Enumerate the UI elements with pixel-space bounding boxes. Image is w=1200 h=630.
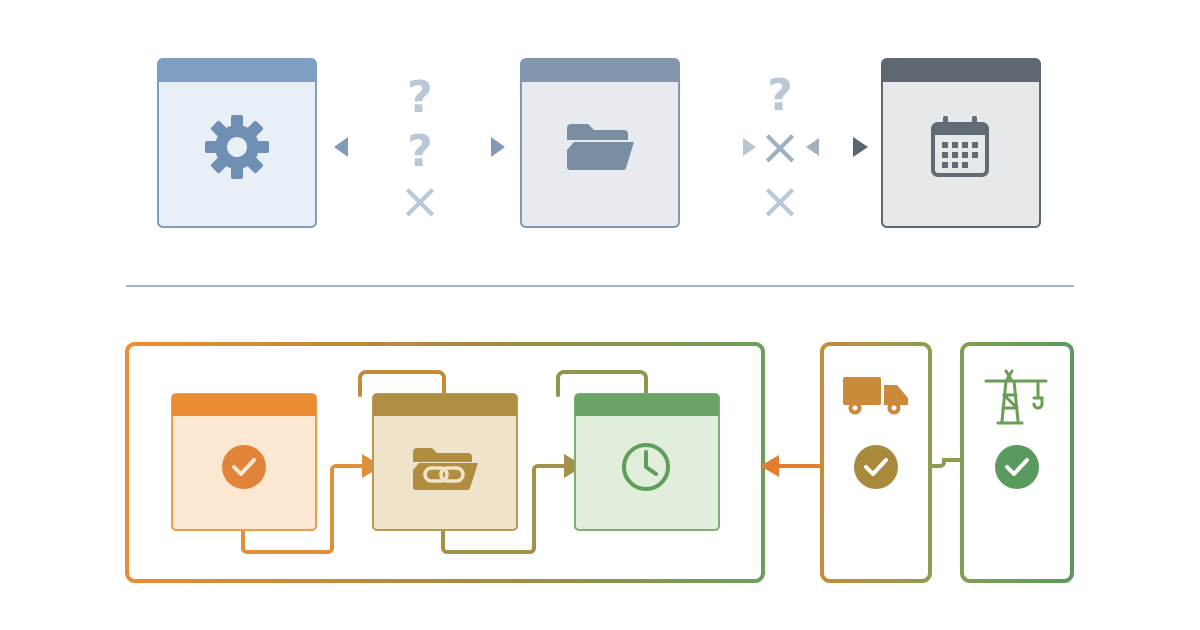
bottom-window-folder-link xyxy=(372,393,518,531)
clock-icon xyxy=(622,443,670,491)
check-circle-icon xyxy=(854,445,898,489)
question-mark: ? xyxy=(767,70,793,121)
check-circle-icon xyxy=(222,445,266,489)
bottom-window-clock xyxy=(574,393,720,531)
external-panel-truck xyxy=(820,342,932,583)
cross-mark: × xyxy=(759,172,801,230)
top-window-calendar xyxy=(881,58,1041,228)
cross-mark: × xyxy=(759,118,801,176)
calendar-icon xyxy=(931,116,989,177)
folder-icon xyxy=(567,124,634,171)
flow-connectors xyxy=(241,370,824,554)
panel-connector xyxy=(930,458,962,468)
external-panel-crane xyxy=(960,342,1074,583)
folder-link-icon xyxy=(413,448,478,491)
question-mark: ? xyxy=(407,126,433,177)
integrated-frame xyxy=(125,342,765,583)
cross-mark: × xyxy=(399,172,441,230)
gear-icon xyxy=(205,115,269,179)
top-window-gear xyxy=(157,58,317,228)
top-window-folder xyxy=(520,58,680,228)
broken-connection-2: ? × × xyxy=(696,70,868,230)
check-circle-icon xyxy=(995,445,1039,489)
bottom-window-check xyxy=(171,393,317,531)
truck-icon xyxy=(843,377,908,415)
broken-connection-1: ? ? × xyxy=(334,72,505,230)
crane-icon xyxy=(984,369,1048,425)
question-mark: ? xyxy=(407,72,433,123)
